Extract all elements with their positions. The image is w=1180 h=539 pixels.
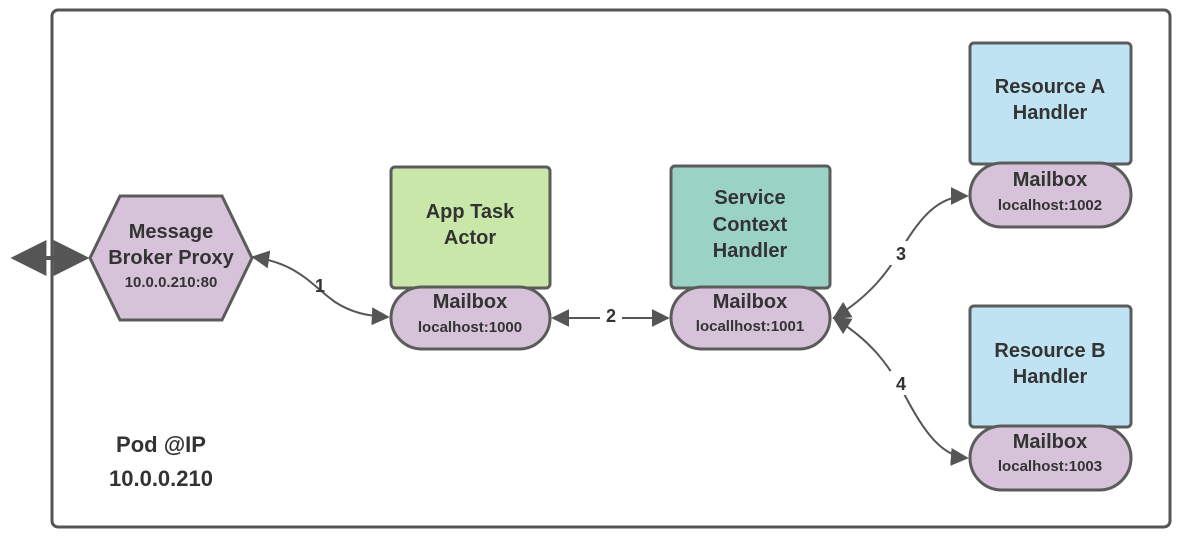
resource-b-mailbox-shape [968,424,1133,492]
app-task-mailbox-shape [389,285,552,351]
resource-a-mailbox[interactable]: Mailbox localhost:1002 [968,161,1133,229]
edge-1-label: 1 [315,276,325,296]
proxy-label-line1: Message [129,221,214,243]
app-task-label-line2: Actor [444,227,496,249]
edge-3-label-bg [890,241,912,265]
proxy-label-line2: Broker Proxy [108,247,234,269]
service-label-line3: Handler [713,240,788,262]
edge-2-label-bg [600,304,622,326]
edge-4-label: 4 [896,374,906,394]
resource-b-mailbox-title: Mailbox [1013,431,1087,453]
pod-ip: 10.0.0.210 [109,466,213,491]
app-task-actor[interactable]: App Task Actor [389,165,552,290]
app-task-mailbox-address: localhost:1000 [418,319,522,336]
app-task-label-line1: App Task [426,201,515,223]
service-context-handler[interactable]: Service Context Handler [669,164,832,290]
app-task-mailbox[interactable]: Mailbox localhost:1000 [389,285,552,351]
edge-2-label: 2 [606,306,616,326]
resource-b-mailbox-address: localhost:1003 [998,458,1102,475]
edge-4-label-bg [890,371,912,395]
service-label-line1: Service [714,187,785,209]
resource-b-label-line2: Handler [1013,366,1088,388]
pod-title: Pod @IP [116,432,206,457]
edge-1-arrow [251,250,390,326]
app-task-mailbox-title: Mailbox [433,291,507,313]
resource-b-handler[interactable]: Resource B Handler [968,304,1133,429]
service-mailbox-address: locallhost:1001 [696,318,804,335]
resource-b-mailbox[interactable]: Mailbox localhost:1003 [968,424,1133,492]
proxy-address: 10.0.0.210:80 [125,274,218,291]
resource-a-mailbox-address: localhost:1002 [998,197,1102,214]
resource-b-label-line1: Resource B [994,340,1105,362]
edge-3-label: 3 [896,244,906,264]
service-mailbox-shape [669,285,832,351]
resource-a-mailbox-shape [968,161,1133,229]
service-label-line2: Context [713,214,788,236]
service-mailbox-title: Mailbox [713,291,787,313]
resource-a-label-line2: Handler [1013,102,1088,124]
resource-a-label-line1: Resource A [995,76,1105,98]
resource-a-mailbox-title: Mailbox [1013,169,1087,191]
service-context-mailbox[interactable]: Mailbox locallhost:1001 [669,285,832,351]
resource-a-handler[interactable]: Resource A Handler [968,41,1133,166]
message-broker-proxy[interactable]: Message Broker Proxy 10.0.0.210:80 [88,194,254,322]
